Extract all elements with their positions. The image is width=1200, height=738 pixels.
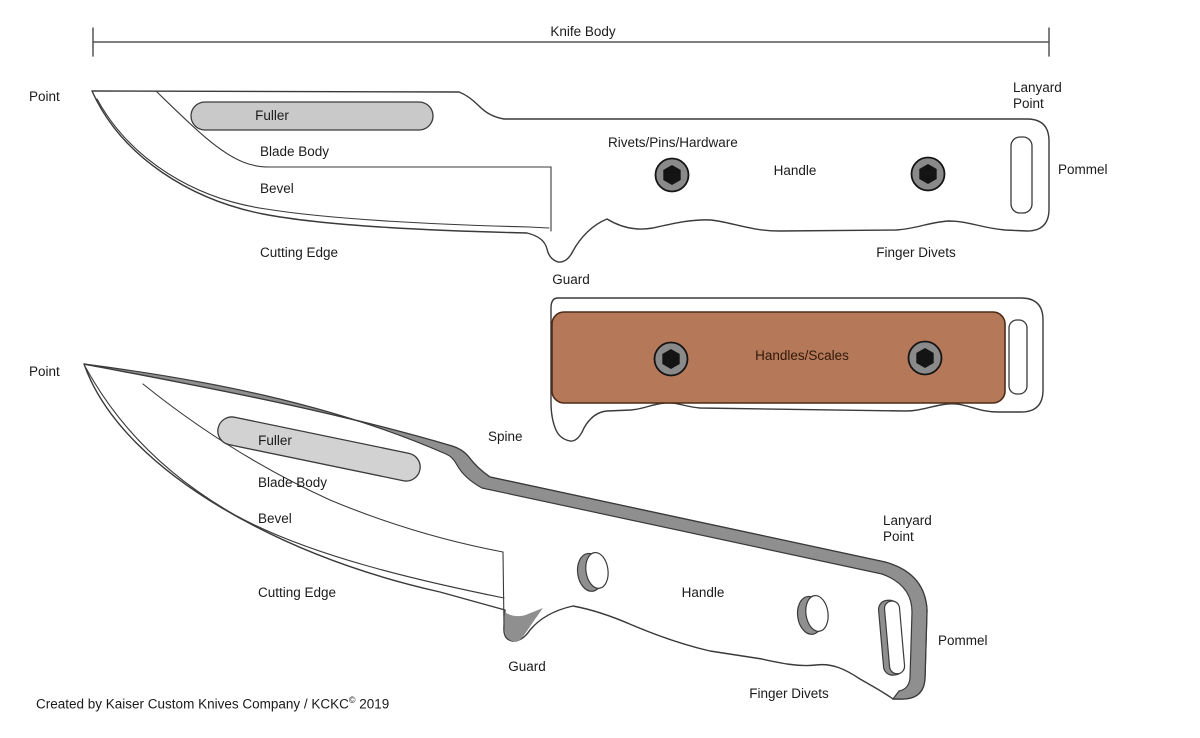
top-rivet-front: [654, 157, 690, 193]
top-cutting-edge-line: [96, 98, 550, 229]
credit-year: 2019: [359, 696, 390, 712]
knife-body-dimension: [92, 27, 1050, 57]
persp-spine-band: [83, 363, 928, 700]
label-persp-handle: Handle: [681, 585, 725, 600]
label-top-blade-body: Blade Body: [260, 144, 330, 159]
label-top-guard: Guard: [552, 272, 590, 287]
label-top-cutting-edge: Cutting Edge: [260, 245, 339, 260]
top-knife-outline: [91, 90, 1050, 263]
label-persp-bevel: Bevel: [258, 511, 292, 526]
scales-view-handle: [550, 297, 1044, 442]
scales-rivet-rear: [907, 340, 943, 376]
top-rivet-rear: [910, 156, 946, 192]
label-persp-finger-divets: Finger Divets: [749, 686, 829, 701]
scales-lanyard-slot: [1008, 319, 1028, 395]
label-persp-point: Point: [29, 364, 60, 379]
top-lanyard-slot: [1010, 136, 1033, 214]
label-top-rivets-hardware: Rivets/Pins/Hardware: [608, 135, 738, 150]
persp-handle-hole-front: [576, 551, 609, 592]
label-persp-lanyard-point: Lanyard Point: [883, 513, 932, 545]
label-top-fuller: Fuller: [255, 108, 289, 123]
label-top-point: Point: [29, 89, 60, 104]
label-top-lanyard-line1: Lanyard: [1013, 80, 1062, 95]
label-persp-lanyard-line2: Point: [883, 529, 914, 544]
label-knife-body: Knife Body: [550, 24, 616, 39]
label-persp-guard: Guard: [508, 659, 546, 674]
persp-plunge-line: [502, 551, 505, 629]
credit-line: Created by Kaiser Custom Knives Company …: [36, 695, 389, 712]
credit-text: Created by Kaiser Custom Knives Company …: [36, 696, 349, 712]
label-handles-scales: Handles/Scales: [755, 348, 849, 363]
persp-bevel-line: [142, 383, 504, 553]
label-persp-pommel: Pommel: [938, 633, 988, 648]
label-persp-cutting-edge: Cutting Edge: [258, 585, 337, 600]
label-top-lanyard-point: Lanyard Point: [1013, 80, 1062, 112]
top-bevel-line: [156, 91, 552, 168]
persp-knife-body: [83, 363, 928, 700]
label-top-lanyard-line2: Point: [1013, 96, 1044, 111]
top-fuller-groove: [190, 101, 434, 131]
label-persp-lanyard-line1: Lanyard: [883, 513, 932, 528]
handle-scales-plate: [551, 311, 1006, 404]
label-top-handle: Handle: [773, 163, 817, 178]
label-spine: Spine: [488, 429, 523, 444]
top-view-knife: [91, 90, 1050, 263]
label-persp-fuller: Fuller: [258, 433, 292, 448]
persp-lanyard-slot: [877, 599, 906, 676]
copyright-symbol: ©: [348, 695, 356, 705]
persp-handle-hole-rear: [796, 594, 829, 635]
perspective-view-knife: [83, 363, 928, 700]
label-top-bevel: Bevel: [260, 181, 294, 196]
persp-guard-shading: [504, 608, 543, 642]
label-top-finger-divets: Finger Divets: [876, 245, 956, 260]
label-top-pommel: Pommel: [1058, 162, 1108, 177]
label-persp-blade-body: Blade Body: [258, 475, 328, 490]
persp-cutting-edge-line: [85, 367, 505, 599]
scales-rivet-front: [653, 341, 689, 377]
persp-fuller-groove: [217, 416, 421, 482]
